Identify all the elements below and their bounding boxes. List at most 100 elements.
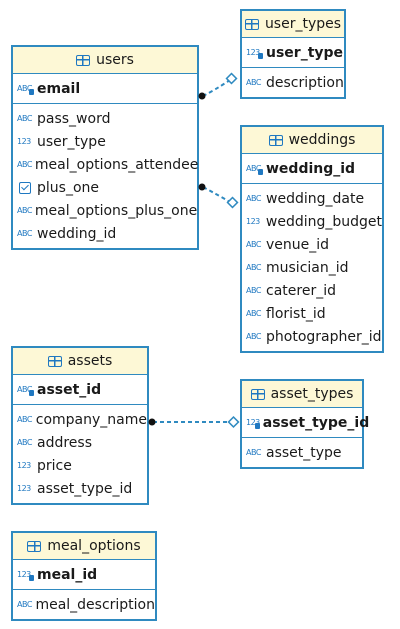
- column-name: address: [37, 434, 93, 451]
- text-type-icon: ABC: [246, 240, 261, 249]
- columns-section: ABC meal_description: [13, 590, 155, 619]
- entity-title: weddings: [288, 132, 356, 148]
- text-type-icon: ABC: [246, 332, 261, 341]
- relation-endpoint-dot: [148, 418, 156, 426]
- relation-users-user_types[interactable]: [198, 72, 238, 100]
- column-row[interactable]: 123 asset_type_id: [242, 411, 369, 434]
- table-icon: [268, 134, 283, 146]
- table-icon: [47, 355, 62, 367]
- column-row[interactable]: ABC meal_description: [13, 593, 155, 616]
- text-type-icon: ABC: [246, 78, 261, 87]
- column-row[interactable]: ABC musician_id: [242, 256, 382, 279]
- column-row[interactable]: ABC pass_word: [13, 107, 197, 130]
- numeric-key-icon: 123: [17, 570, 34, 581]
- column-row[interactable]: ABC email: [13, 77, 197, 100]
- text-type-icon: ABC: [246, 194, 261, 203]
- entity-users[interactable]: users ABC email ABC pass_word 123 user_t…: [11, 45, 199, 250]
- column-name: venue_id: [266, 236, 330, 253]
- columns-section: ABC description: [242, 68, 344, 97]
- numeric-type-icon: 123: [17, 461, 31, 470]
- table-icon: [27, 540, 42, 552]
- column-row[interactable]: ABC asset_type: [242, 441, 362, 464]
- column-row[interactable]: ABC asset_id: [13, 378, 147, 401]
- column-name: asset_type: [266, 444, 342, 461]
- column-name: meal_options_plus_one: [34, 202, 198, 219]
- column-name: plus_one: [37, 179, 99, 196]
- relation-endpoint-diamond: [226, 196, 239, 209]
- column-name: florist_id: [266, 305, 326, 322]
- entity-title: users: [96, 52, 134, 68]
- text-type-icon: ABC: [246, 286, 261, 295]
- pk-section: 123 user_type: [242, 38, 344, 68]
- column-row[interactable]: ABC caterer_id: [242, 279, 382, 302]
- column-row[interactable]: ABC company_name: [13, 408, 147, 431]
- entity-user_types[interactable]: user_types 123 user_type ABC description: [240, 9, 346, 99]
- entity-weddings[interactable]: weddings ABC wedding_id ABC wedding_date…: [240, 125, 384, 353]
- columns-section: ABC company_name ABC address 123 price 1…: [13, 405, 147, 503]
- relation-assets-asset_types[interactable]: [148, 415, 240, 429]
- column-row[interactable]: ABC florist_id: [242, 302, 382, 325]
- column-row[interactable]: plus_one: [13, 176, 197, 199]
- column-row[interactable]: ABC address: [13, 431, 147, 454]
- column-name: price: [37, 457, 72, 474]
- column-row[interactable]: ABC description: [242, 71, 344, 94]
- column-row[interactable]: ABC meal_options_plus_one: [13, 199, 197, 222]
- column-name: wedding_id: [37, 225, 117, 242]
- columns-section: ABC asset_type: [242, 438, 362, 467]
- column-row[interactable]: ABC meal_options_attendee: [13, 153, 199, 176]
- pk-section: ABC asset_id: [13, 375, 147, 405]
- column-name: email: [37, 80, 81, 97]
- column-row[interactable]: ABC wedding_id: [13, 222, 197, 245]
- column-name: meal_description: [35, 596, 155, 613]
- numeric-type-icon: 123: [246, 217, 260, 226]
- column-name: user_type: [266, 44, 344, 61]
- relation-endpoint-dot: [198, 183, 206, 191]
- entity-assets[interactable]: assets ABC asset_id ABC company_name ABC…: [11, 346, 149, 505]
- numeric-key-icon: 123: [246, 418, 260, 429]
- entity-header: users: [13, 47, 197, 74]
- column-name: pass_word: [37, 110, 111, 127]
- column-row[interactable]: ABC photographer_id: [242, 325, 382, 348]
- column-name: musician_id: [266, 259, 349, 276]
- entity-header: user_types: [242, 11, 344, 38]
- column-name: meal_options_attendee: [34, 156, 199, 173]
- text-type-icon: ABC: [17, 438, 32, 447]
- column-row[interactable]: 123 user_type: [13, 130, 197, 153]
- column-name: description: [266, 74, 344, 91]
- entity-asset_types[interactable]: asset_types 123 asset_type_id ABC asset_…: [240, 379, 369, 469]
- relation-endpoint-diamond: [225, 72, 238, 85]
- entity-meal_options[interactable]: meal_options 123 meal_id ABC meal_descri…: [11, 531, 157, 621]
- text-key-icon: ABC: [17, 385, 34, 396]
- entity-header: asset_types: [242, 381, 362, 408]
- pk-section: ABC email: [13, 74, 197, 104]
- table-icon: [250, 388, 265, 400]
- pk-section: ABC wedding_id: [242, 154, 382, 184]
- column-name: meal_id: [37, 566, 98, 583]
- column-row[interactable]: ABC venue_id: [242, 233, 382, 256]
- column-row[interactable]: 123 asset_type_id: [13, 477, 147, 500]
- column-row[interactable]: 123 meal_id: [13, 563, 155, 586]
- column-row[interactable]: ABC wedding_id: [242, 157, 382, 180]
- entity-header: assets: [13, 348, 147, 375]
- text-type-icon: ABC: [246, 263, 261, 272]
- table-icon: [76, 54, 91, 66]
- text-key-icon: ABC: [246, 164, 263, 175]
- text-type-icon: ABC: [17, 114, 32, 123]
- column-row[interactable]: 123 user_type: [242, 41, 344, 64]
- numeric-key-icon: 123: [246, 48, 263, 59]
- column-row[interactable]: 123 wedding_budget: [242, 210, 382, 233]
- column-name: asset_id: [37, 381, 102, 398]
- column-row[interactable]: 123 price: [13, 454, 147, 477]
- column-name: caterer_id: [266, 282, 336, 299]
- checkbox-icon: [19, 181, 31, 194]
- entity-title: asset_types: [270, 386, 354, 402]
- column-name: user_type: [37, 133, 106, 150]
- pk-section: 123 asset_type_id: [242, 408, 369, 438]
- column-name: wedding_date: [266, 190, 365, 207]
- entity-header: meal_options: [13, 533, 155, 560]
- text-type-icon: ABC: [17, 206, 32, 215]
- numeric-type-icon: 123: [17, 484, 31, 493]
- column-row[interactable]: ABC wedding_date: [242, 187, 382, 210]
- relation-users-weddings[interactable]: [198, 183, 239, 209]
